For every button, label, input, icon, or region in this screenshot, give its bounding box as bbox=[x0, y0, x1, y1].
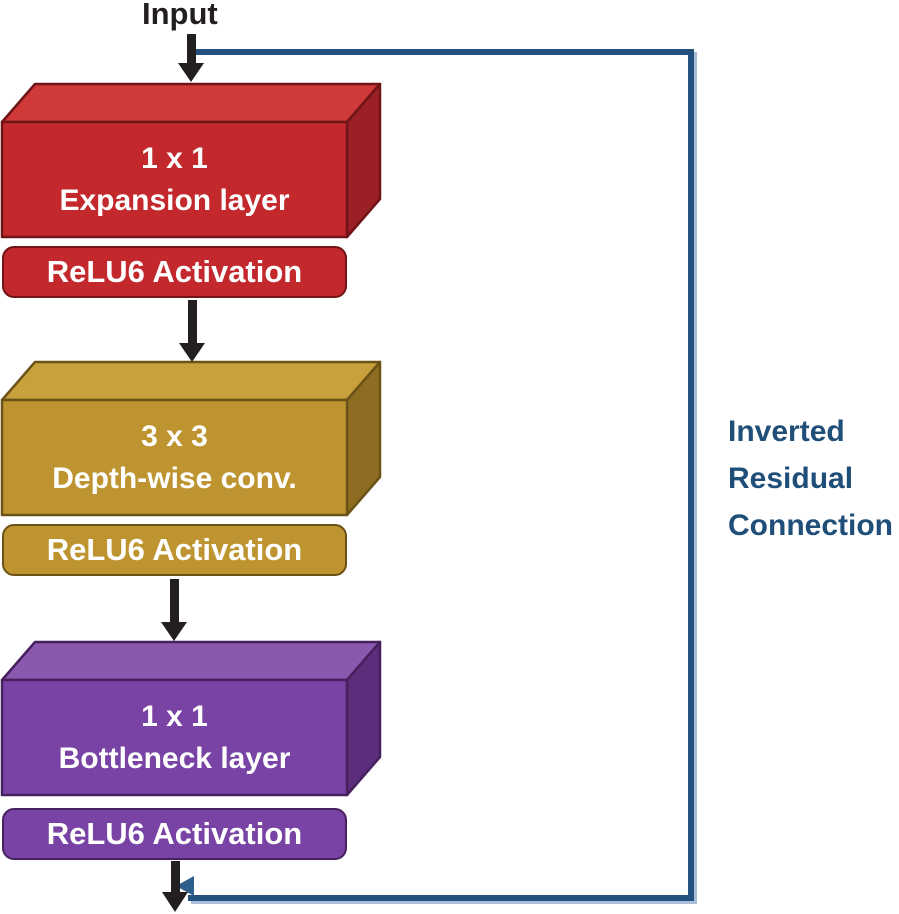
expansion-activation-bar: ReLU6 Activation bbox=[2, 246, 347, 298]
depthwise-activation-label: ReLU6 Activation bbox=[46, 532, 303, 567]
arrow-input-to-expansion bbox=[187, 34, 196, 64]
expansion-block-label: 1 x 1 Expansion layer bbox=[2, 122, 347, 237]
arrow-expansion-to-depthwise-head-icon bbox=[179, 343, 205, 362]
residual-label-line-1: Inverted bbox=[728, 415, 845, 448]
bottleneck-size-label: 1 x 1 bbox=[141, 699, 208, 733]
arrow-expansion-to-depthwise bbox=[188, 300, 197, 344]
bottleneck-block-top-face bbox=[0, 640, 382, 682]
bottleneck-activation-label: ReLU6 Activation bbox=[46, 816, 303, 851]
expansion-block-front-face bbox=[0, 120, 349, 239]
residual-arrowhead-icon bbox=[176, 876, 194, 896]
residual-connection-label: Inverted Residual Connection bbox=[728, 408, 899, 549]
depthwise-block-front-face bbox=[0, 398, 349, 517]
depthwise-activation-bar: ReLU6 Activation bbox=[2, 524, 347, 576]
residual-connection-line bbox=[188, 49, 694, 901]
depthwise-block-top-face bbox=[0, 360, 382, 402]
arrow-input-to-expansion-head-icon bbox=[178, 63, 204, 82]
input-label: Input bbox=[142, 0, 218, 31]
arrow-output-head-icon bbox=[162, 892, 188, 912]
expansion-block-top-face bbox=[0, 82, 382, 124]
expansion-activation-label: ReLU6 Activation bbox=[46, 254, 303, 289]
depthwise-type-label: Depth-wise conv. bbox=[52, 461, 297, 495]
depthwise-block-3d bbox=[0, 360, 382, 517]
depthwise-block-label: 3 x 3 Depth-wise conv. bbox=[2, 400, 347, 515]
arrow-output bbox=[171, 861, 180, 893]
bottleneck-type-label: Bottleneck layer bbox=[58, 741, 291, 775]
bottleneck-block-front-face bbox=[0, 678, 349, 797]
arrow-depthwise-to-bottleneck-head-icon bbox=[161, 622, 187, 641]
depthwise-size-label: 3 x 3 bbox=[141, 419, 208, 453]
expansion-type-label: Expansion layer bbox=[59, 183, 290, 217]
arrow-depthwise-to-bottleneck bbox=[170, 579, 179, 623]
residual-label-line-3: Connection bbox=[728, 509, 893, 542]
residual-label-line-2: Residual bbox=[728, 462, 854, 495]
expansion-size-label: 1 x 1 bbox=[141, 141, 208, 175]
expansion-block-3d bbox=[0, 82, 382, 239]
bottleneck-activation-bar: ReLU6 Activation bbox=[2, 808, 347, 860]
bottleneck-block-label: 1 x 1 Bottleneck layer bbox=[2, 680, 347, 795]
bottleneck-block-3d bbox=[0, 640, 382, 797]
